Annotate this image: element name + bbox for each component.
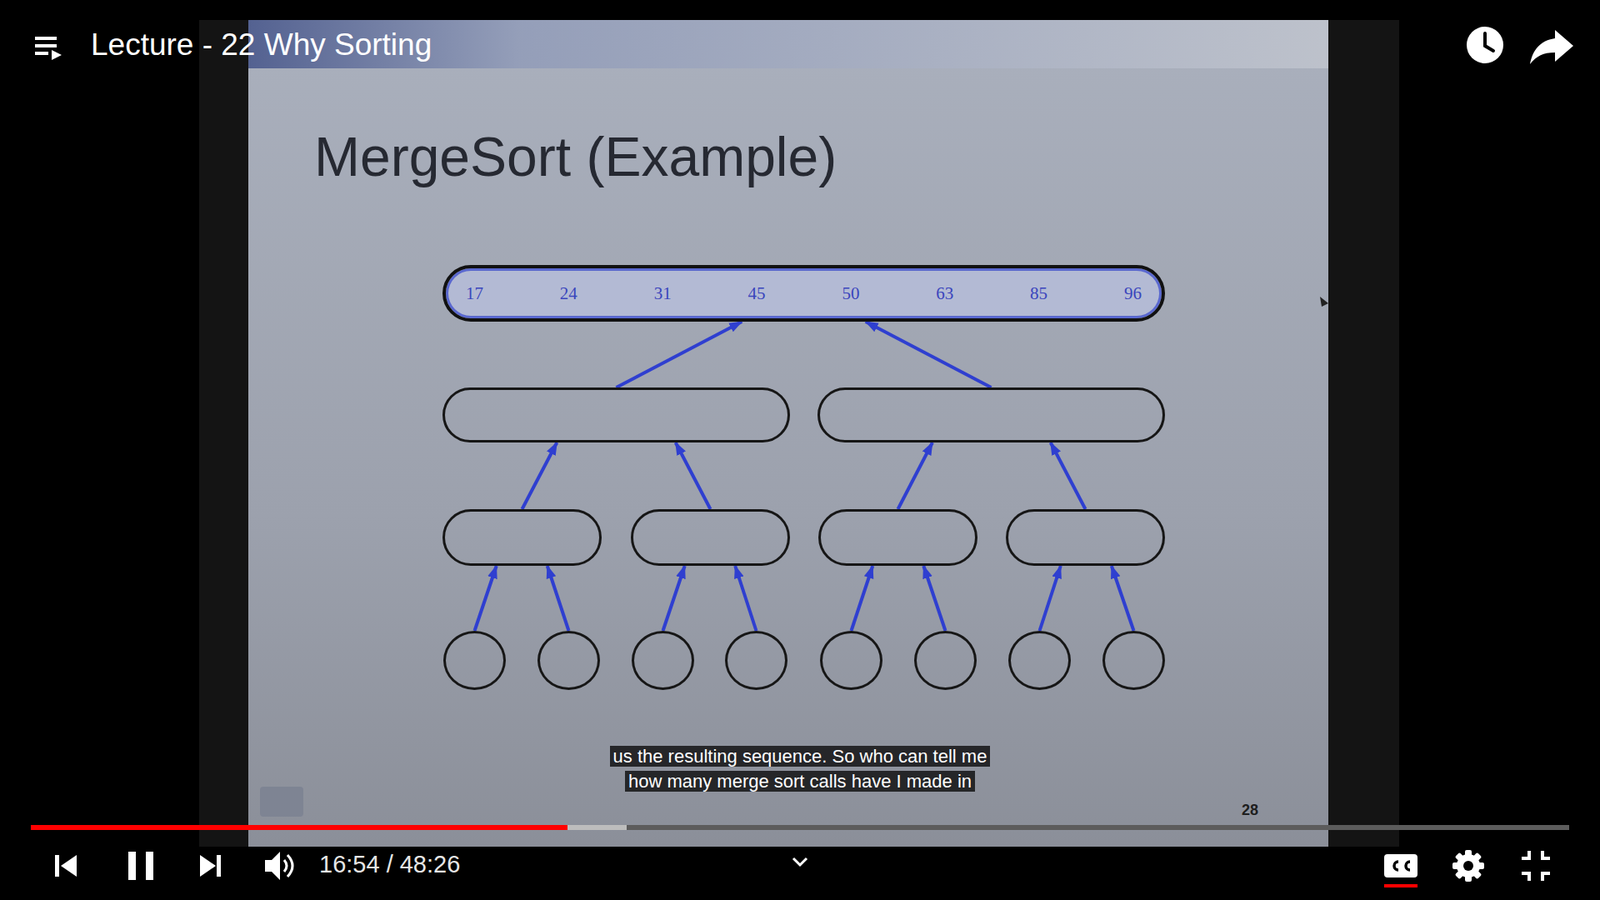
array-value: 31 — [654, 283, 672, 305]
progress-track — [30, 825, 1570, 830]
merge-arrow — [1040, 565, 1061, 631]
progress-buffer — [567, 825, 627, 830]
merge-arrow — [898, 442, 933, 510]
subarray-box — [442, 509, 602, 566]
merge-arrow — [475, 565, 497, 631]
captions-button — [1384, 854, 1418, 888]
merge-arrow — [522, 442, 558, 510]
leaf-circle — [914, 630, 977, 690]
subarray-box — [817, 387, 1165, 443]
merge-arrow — [1111, 565, 1135, 631]
merge-arrow — [865, 321, 992, 388]
array-value: 96 — [1124, 283, 1142, 305]
volume-icon — [265, 851, 293, 880]
array-value: 17 — [465, 283, 484, 305]
pause-button — [128, 851, 154, 880]
merge-arrow — [547, 565, 570, 631]
merge-arrow — [923, 565, 945, 631]
video-title: Lecture - 22 Why Sorting — [90, 27, 432, 63]
watch-later-icon — [1466, 26, 1504, 64]
leaf-circle — [631, 630, 695, 690]
fullscreen-exit-icon — [1521, 850, 1550, 881]
pointer-mark — [1320, 296, 1329, 307]
sorted-array-box: 17 24 31 45 50 63 85 96 — [442, 265, 1165, 322]
leaf-circle — [725, 630, 788, 690]
subtitle-box: us the resulting sequence. So who can te… — [600, 744, 1000, 795]
subtitle-caption: us the resulting sequence. So who can te… — [610, 745, 991, 792]
merge-arrow — [616, 321, 743, 388]
array-value: 24 — [560, 283, 578, 305]
leaf-circle — [537, 630, 600, 690]
merge-arrow — [1050, 442, 1086, 510]
next-button — [200, 855, 221, 877]
video-frame — [199, 20, 1400, 847]
leaf-circle — [1102, 630, 1165, 690]
settings-icon — [1452, 850, 1485, 882]
merge-arrow — [663, 565, 685, 631]
progress-played — [30, 825, 568, 830]
array-value: 45 — [748, 283, 766, 305]
subarray-box — [630, 509, 790, 566]
slide-title: MergeSort (Example) — [314, 125, 837, 189]
chevron-icon — [793, 858, 807, 865]
subarray-box — [1005, 509, 1165, 566]
subarray-box — [818, 509, 978, 566]
previous-button — [55, 855, 77, 877]
slide-number: 28 — [1241, 801, 1259, 820]
leaf-circle — [1008, 630, 1071, 690]
merge-arrow — [675, 442, 711, 510]
array-value: 85 — [1030, 283, 1048, 305]
slide — [248, 20, 1329, 847]
slide-window-bar — [248, 20, 1329, 69]
array-value: 63 — [935, 283, 954, 305]
subarray-box — [442, 387, 790, 443]
merge-arrow — [851, 565, 874, 631]
time-display: 16:54 / 48:26 — [319, 850, 460, 879]
array-value: 50 — [841, 283, 860, 305]
slide-corner-icon — [260, 786, 304, 817]
share-icon — [1530, 30, 1574, 65]
leaf-circle — [820, 630, 883, 690]
menu-icon — [35, 36, 62, 60]
merge-arrow — [735, 565, 756, 631]
leaf-circle — [443, 630, 506, 690]
